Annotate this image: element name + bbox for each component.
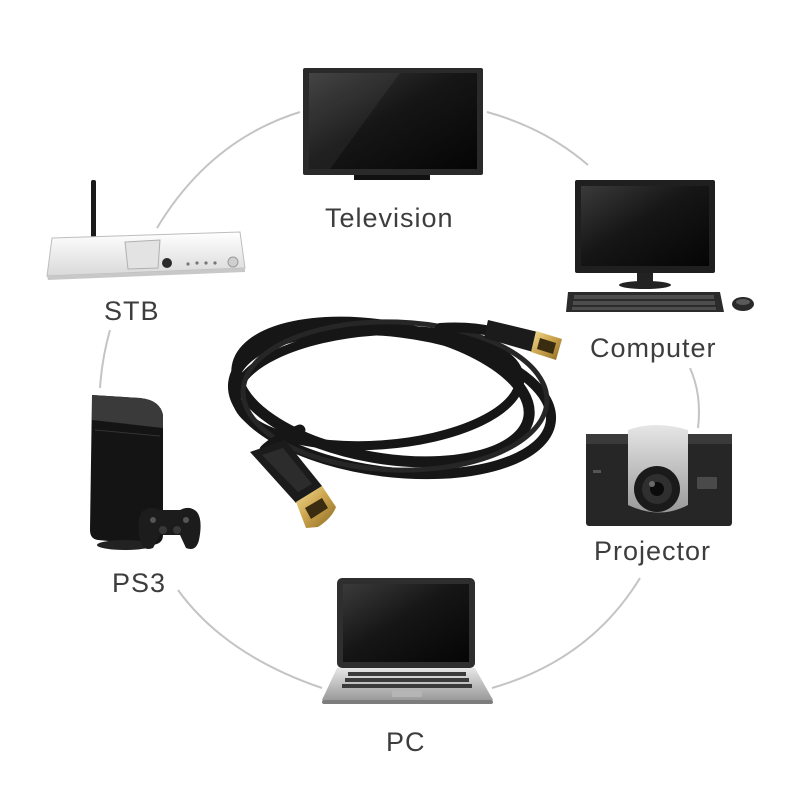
ps3-label: PS3	[112, 568, 167, 598]
ring-segment-projector-pc	[491, 577, 641, 689]
hdmi-connector-bottom	[250, 440, 336, 528]
ring-segment-pc-ps3	[177, 589, 323, 689]
connection-ring	[99, 111, 700, 689]
ring-segment-tv-computer	[486, 111, 589, 166]
game-console-icon	[90, 395, 201, 550]
desktop-computer-icon	[566, 180, 754, 312]
stb-label: STB	[104, 296, 160, 326]
ring-segment-ps3-stb	[99, 329, 111, 389]
hdmi-connector-top	[484, 320, 562, 360]
set-top-box-icon	[46, 180, 246, 280]
television-label: Television	[325, 203, 454, 233]
projector-icon	[586, 425, 732, 526]
computer-label: Computer	[590, 333, 717, 363]
ring-segment-stb-tv	[156, 111, 301, 229]
laptop-icon	[322, 578, 493, 704]
television-icon	[303, 68, 483, 180]
pc-label: PC	[386, 727, 426, 757]
ring-segment-computer-projector	[689, 367, 700, 429]
projector-label: Projector	[594, 536, 712, 566]
